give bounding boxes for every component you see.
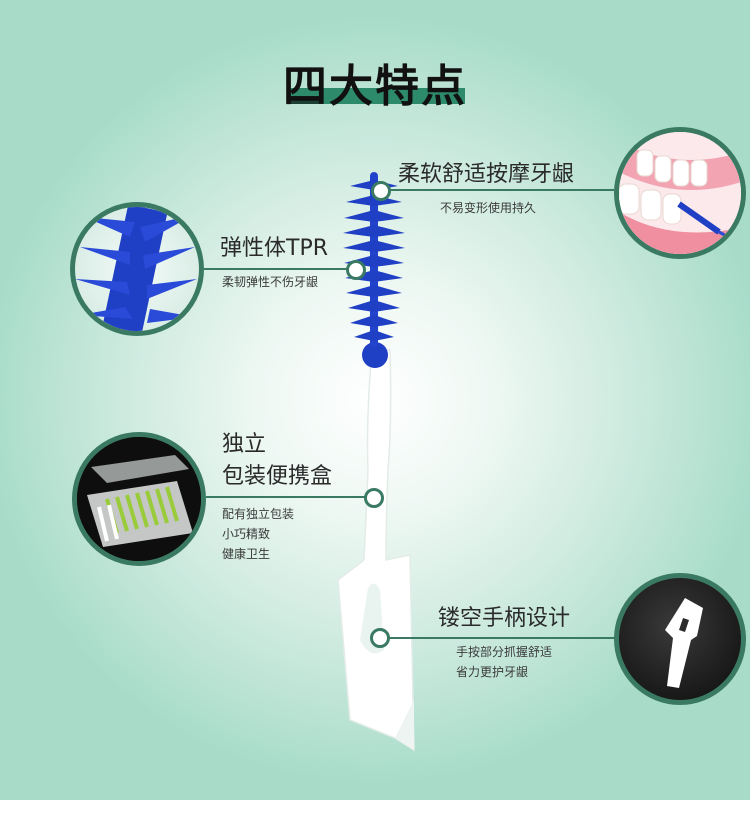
gum-massage-image [619, 132, 741, 254]
case-heading-line2: 包装便携盒 [222, 464, 333, 489]
tpr-closeup-circle [70, 202, 204, 336]
case-line1: 配有独立包装 [222, 507, 295, 521]
callout-lines [204, 189, 614, 639]
soft-heading: 柔软舒适按摩牙龈 [398, 162, 575, 187]
title-underline-accent [287, 96, 323, 104]
handle-heading: 镂空手柄设计 [438, 606, 571, 631]
page-title: 四大特点 [283, 61, 467, 112]
brush-neck-ball [362, 342, 388, 368]
title-wrap: 四大特点 [0, 50, 750, 114]
hollow-handle-circle [614, 573, 746, 705]
title-underline [287, 88, 465, 104]
case-line2: 小巧精致 [222, 527, 271, 541]
gum-massage-circle [614, 127, 746, 259]
case-line3: 健康卫生 [222, 547, 271, 561]
brush-handle [337, 349, 415, 752]
hollow-handle-image [665, 598, 703, 688]
case-heading-line1: 独立 [222, 432, 267, 457]
portable-case-circle [72, 432, 206, 566]
bottom-margin [0, 800, 750, 821]
tpr-closeup-image [75, 207, 197, 331]
handle-callout-dot [370, 628, 390, 648]
tpr-heading: 弹性体TPR [220, 236, 328, 261]
interdental-brush-illustration [204, 172, 614, 752]
case-callout-dot [364, 488, 384, 508]
tpr-subtitle: 柔韧弹性不伤牙龈 [222, 275, 319, 289]
handle-line1: 手按部分抓握舒适 [456, 645, 553, 659]
portable-case-image [77, 437, 201, 561]
product-feature-panel: 四大特点 [0, 0, 750, 800]
tpr-callout-dot [346, 260, 366, 280]
soft-subtitle: 不易变形使用持久 [440, 201, 537, 215]
soft-callout-dot [371, 181, 391, 201]
handle-line2: 省力更护牙龈 [456, 665, 529, 679]
brush-bristles [343, 180, 405, 341]
